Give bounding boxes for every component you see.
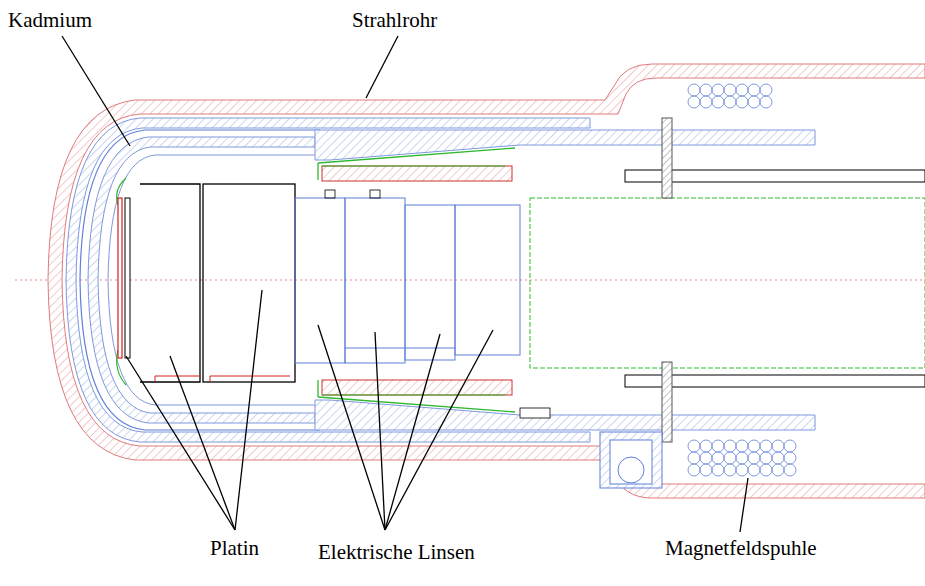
- part-label: Strahlrohr: [352, 8, 437, 32]
- part-label: Elektrische Linsen: [318, 540, 475, 564]
- part-label: Kadmium: [8, 8, 92, 32]
- part-label: Platin: [210, 536, 259, 560]
- part-label: Magnetfeldspuhle: [665, 536, 817, 560]
